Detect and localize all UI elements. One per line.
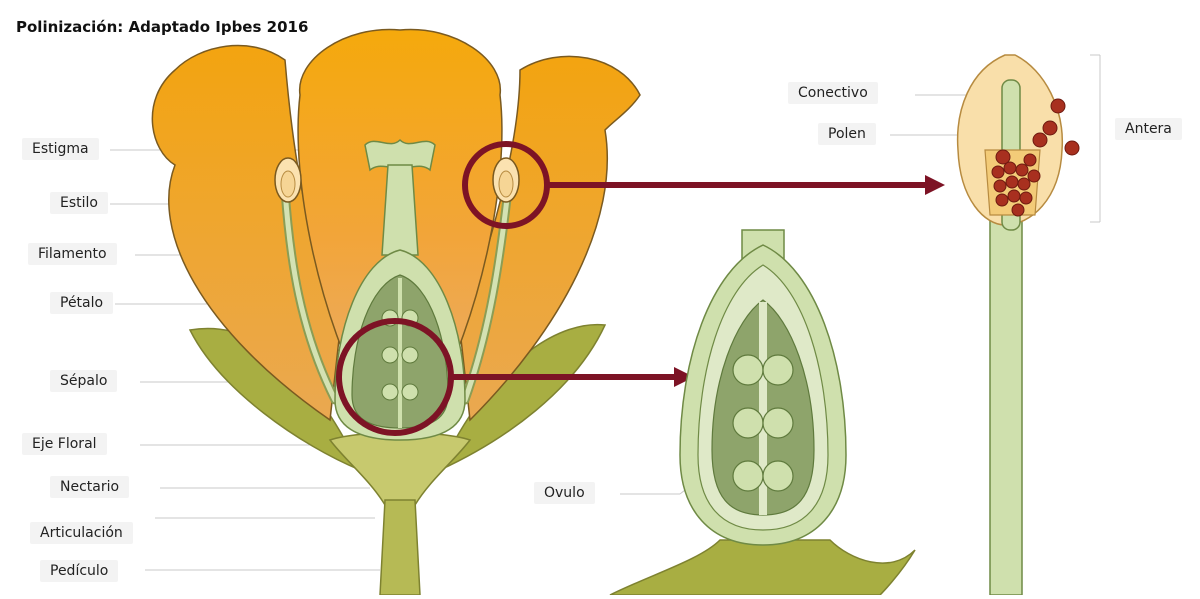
label-antera: Antera <box>1115 118 1182 140</box>
floral-axis <box>330 433 470 506</box>
anther-closeup <box>958 55 1079 595</box>
label-estilo: Estilo <box>50 192 108 214</box>
label-articulacion: Articulación <box>30 522 133 544</box>
label-pediculo: Pedículo <box>40 560 118 582</box>
label-filamento: Filamento <box>28 243 117 265</box>
label-nectario: Nectario <box>50 476 129 498</box>
style <box>382 165 418 255</box>
label-polen: Polen <box>818 123 876 145</box>
label-sepalo: Sépalo <box>50 370 117 392</box>
label-petalo: Pétalo <box>50 292 113 314</box>
ovary-closeup <box>610 230 915 595</box>
label-conectivo: Conectivo <box>788 82 878 104</box>
diagram-title: Polinización: Adaptado Ipbes 2016 <box>16 18 308 36</box>
label-estigma: Estigma <box>22 138 99 160</box>
label-eje-floral: Eje Floral <box>22 433 107 455</box>
main-flower <box>152 30 640 595</box>
pedicel <box>380 500 420 595</box>
label-ovulo: Ovulo <box>534 482 595 504</box>
